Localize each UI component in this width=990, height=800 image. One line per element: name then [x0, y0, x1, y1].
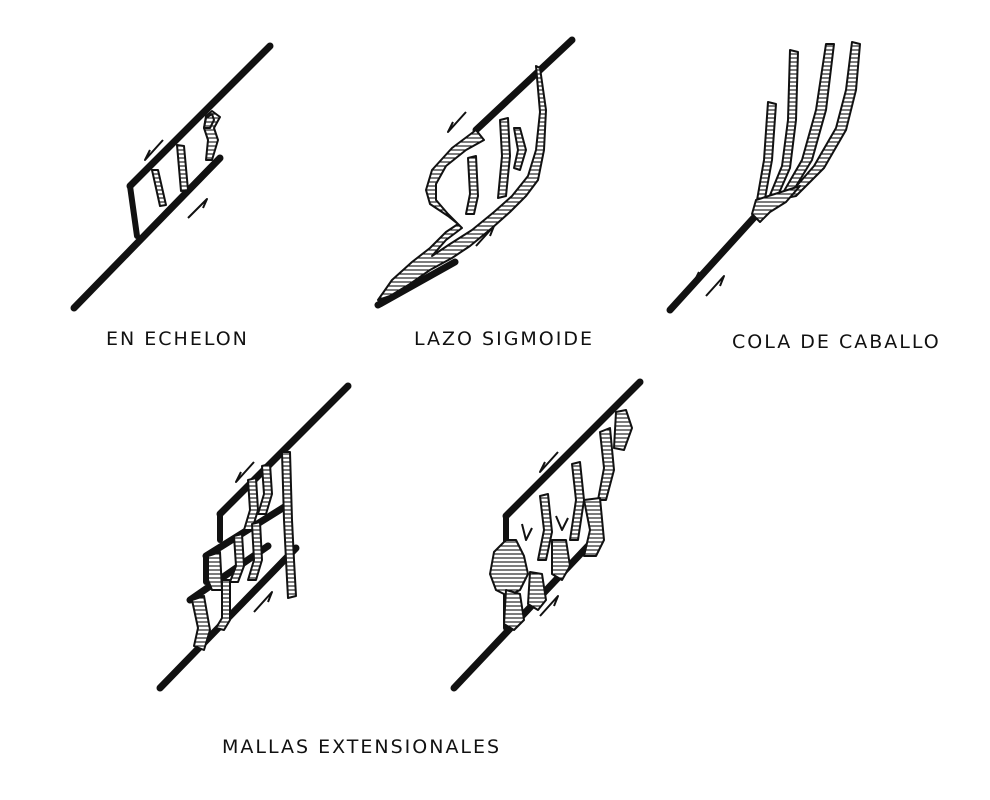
cola-arrow-left: [693, 261, 713, 283]
en-echelon-lower-fault: [70, 154, 224, 312]
cola-de-caballo-figure: [666, 41, 861, 314]
mallas-right-arrow-lower: [539, 595, 559, 617]
mallas-right-arrow-upper: [539, 451, 559, 473]
mallas-left-vein-4: [229, 533, 245, 583]
mallas-right-arrow-inner-1: [521, 523, 533, 541]
lazo-lower-fault: [374, 258, 459, 309]
en-echelon-bridge: [127, 183, 140, 239]
caption-lazo-sigmoide: LAZO SIGMOIDE: [414, 328, 595, 350]
mallas-right-cell-7: [551, 539, 571, 581]
cola-root: [751, 185, 801, 223]
en-echelon-vein-4: [203, 113, 215, 129]
mallas-left-vein-6: [207, 551, 223, 591]
lazo-upper-fault: [472, 36, 576, 134]
mallas-right-cell-4: [597, 427, 615, 501]
lazo-inner-vein-3: [513, 127, 527, 171]
mallas-right-upper-fault: [502, 378, 644, 520]
lazo-inner-vein-1: [465, 155, 479, 215]
mallas-left-top-fault: [216, 382, 352, 518]
mallas-right-figure: [450, 378, 644, 692]
en-echelon-vein-2: [176, 144, 189, 192]
cola-main-fault: [666, 196, 774, 314]
lazo-inner-vein-2: [497, 117, 511, 199]
mallas-left-vein-1: [281, 451, 297, 599]
mallas-right-cell-3: [569, 461, 585, 541]
en-echelon-arrow-upper: [144, 139, 164, 161]
mallas-right-cell-8: [503, 589, 525, 631]
mallas-left-arrow-upper: [235, 461, 255, 483]
caption-cola-de-caballo: COLA DE CABALLO: [732, 331, 941, 353]
en-echelon-vein-1: [151, 169, 167, 207]
lazo-arrow-lower: [475, 225, 495, 247]
mallas-right-cell-6: [583, 497, 605, 557]
mallas-left-figure: [156, 382, 352, 692]
mallas-right-cell-1: [489, 539, 529, 597]
mallas-right-cell-2: [537, 493, 553, 561]
lazo-sigmoide-figure: [374, 36, 576, 309]
lazo-outer-lens: [377, 65, 547, 301]
mallas-left-vein-8: [215, 579, 231, 631]
mallas-left-vein-7: [191, 595, 211, 651]
en-echelon-upper-fault: [126, 42, 274, 190]
lazo-arrow-upper: [447, 111, 467, 133]
caption-mallas-extensionales: MALLAS EXTENSIONALES: [222, 736, 502, 758]
cola-splay-4: [785, 41, 861, 199]
mallas-right-cell-9: [527, 571, 547, 611]
cola-arrow-right: [705, 275, 725, 297]
mallas-left-vein-5: [247, 521, 263, 581]
en-echelon-figure: [70, 42, 274, 312]
caption-en-echelon: EN ECHELON: [106, 328, 249, 350]
mallas-right-arrow-inner-2: [555, 515, 569, 531]
en-echelon-arrow-lower: [187, 198, 208, 219]
mallas-left-arrow-lower: [253, 591, 273, 613]
mallas-right-cell-5: [613, 409, 633, 451]
mallas-left-vein-3: [257, 463, 273, 515]
